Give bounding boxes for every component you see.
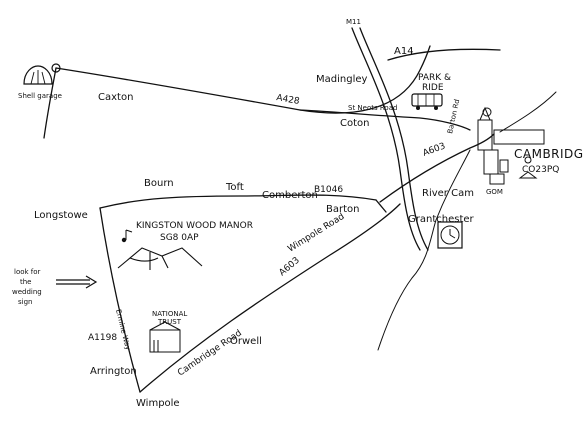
cambridge-postcode-label: CO23PQ	[522, 165, 559, 175]
b1046-label: B1046	[314, 185, 343, 195]
a1198-label: A1198	[88, 333, 117, 343]
m11-label: M11	[346, 18, 361, 26]
wimpole-road-label: Wimpole Road	[286, 212, 346, 255]
manor-postcode-label: SG8 0AP	[160, 233, 199, 243]
m11-west	[351, 27, 421, 251]
park-ride-label-1: PARK &	[418, 73, 451, 83]
clock-icon	[437, 221, 463, 249]
shell-icon	[23, 65, 53, 85]
river-cam-branch	[499, 91, 557, 133]
a14-label: A14	[394, 46, 414, 57]
national-trust-label-2: TRUST	[157, 318, 182, 326]
park-ride-label-2: RIDE	[422, 83, 444, 93]
coton-label: Coton	[340, 118, 369, 129]
wedding-sign-line4: sign	[18, 298, 32, 306]
arrow-icon	[56, 275, 98, 289]
national-trust-label-1: NATIONAL	[152, 310, 187, 318]
a603-barton-road	[379, 133, 495, 203]
barton-label: Barton	[326, 204, 359, 215]
barton-connector	[375, 199, 387, 213]
st-neots-road	[299, 109, 471, 131]
arrington-label: Arrington	[90, 366, 137, 377]
ermine-way-road	[99, 207, 141, 393]
music-note-icon	[121, 229, 133, 243]
caxton-label: Caxton	[98, 92, 133, 103]
manor-name-label: KINGSTON WOOD MANOR	[136, 221, 253, 231]
ermine-way-label: Ermine Way	[114, 309, 132, 352]
comberton-label: Comberton	[262, 190, 318, 201]
b1046-road	[99, 194, 377, 209]
a428-road	[55, 45, 431, 114]
gom-label: GOM	[486, 188, 503, 196]
wedding-sign-line3: wedding	[12, 288, 42, 296]
a603-wimpole-road	[139, 203, 401, 393]
longstowe-label: Longstowe	[34, 210, 88, 221]
a428-label: A428	[275, 93, 300, 107]
marquee-icon	[117, 247, 203, 270]
m11-east	[359, 27, 429, 251]
st-neots-road-label: St Neots Road	[348, 104, 397, 112]
orwell-label: Orwell	[230, 336, 262, 347]
national-trust-icon	[149, 321, 181, 353]
wimpole-label: Wimpole	[136, 398, 180, 409]
madingley-label: Madingley	[316, 74, 367, 85]
a603-north-label: A603	[422, 141, 447, 158]
cambridge-label: CAMBRIDGE	[514, 147, 584, 161]
river-cam-label: River Cam	[422, 188, 474, 199]
shell-garage-label: Shell garage	[18, 92, 62, 100]
wedding-sign-line1: look for	[14, 268, 41, 276]
gom-icon	[489, 156, 538, 185]
wedding-sign-line2: the	[20, 278, 32, 286]
a14-road	[387, 48, 501, 61]
toft-label: Toft	[225, 182, 244, 193]
river-cam	[377, 149, 471, 351]
caxton-road	[43, 67, 57, 139]
bus-icon	[411, 93, 443, 110]
roundabout-icon	[51, 63, 61, 73]
bourn-label: Bourn	[144, 178, 174, 189]
barton-road-label: Barton Rd	[446, 99, 461, 135]
grantchester-label: Grantchester	[408, 214, 475, 225]
